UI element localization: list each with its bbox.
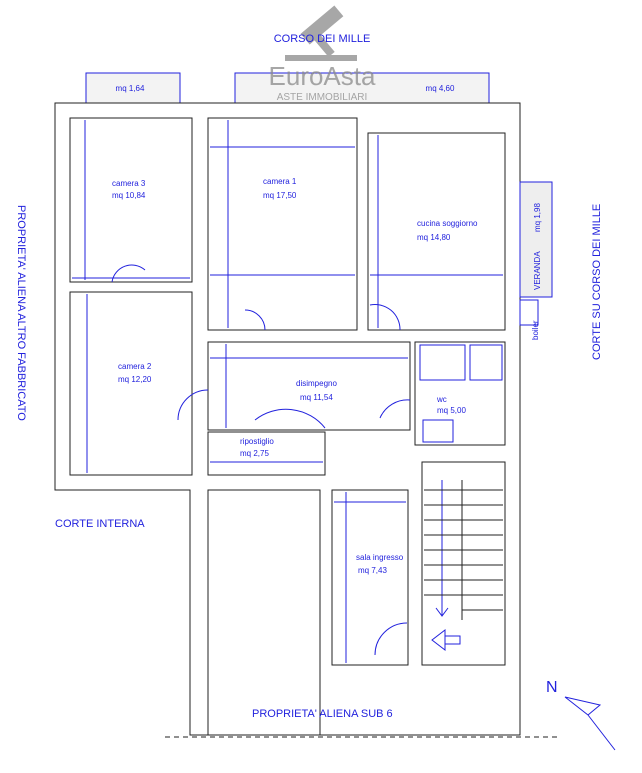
room-name: cucina soggiorno [417,219,478,228]
room-name: sala ingresso [356,553,404,562]
gavel-logo-icon [285,5,357,61]
stair-steps [424,489,503,611]
room-area: mq 7,43 [358,566,387,575]
balcony-area: mq 4,60 [426,84,455,93]
room-disimpegno: disimpegno mq 11,54 [177,341,411,431]
room-cucina-soggiorno: cucina soggiorno mq 14,80 [367,132,506,331]
room-camera-3: camera 3 mq 10,84 [69,117,193,283]
room-name: ripostiglio [240,437,274,446]
room-area: mq 14,80 [417,233,451,242]
court-internal-label: CORTE INTERNA [55,518,145,530]
north-label: N [546,679,558,696]
room-name: camera 3 [112,179,146,188]
room-name: camera 1 [263,177,297,186]
room-name: wc [436,395,447,404]
room-area: mq 10,84 [112,191,146,200]
veranda: VERANDA mq 1,98 [519,181,553,298]
room-area: mq 12,20 [118,375,152,384]
room-sala-ingresso: sala ingresso mq 7,43 [331,489,409,666]
room-area: mq 5,00 [437,406,466,415]
street-label-top: CORSO DEI MILLE [274,33,371,45]
balcony-left: mq 1,64 [85,72,181,104]
boiler: boiler [519,299,540,340]
door-swing [369,304,401,331]
room-name: camera 2 [118,362,152,371]
right-side-label: CORTE SU CORSO DEI MILLE [591,204,603,360]
left-side-label: PROPRIETA' ALIENA ALTRO FABBRICATO [15,205,27,421]
room-camera-1: camera 1 mq 17,50 [207,117,358,331]
lower-area [207,489,321,736]
room-area: mq 2,75 [240,449,269,458]
bottom-property-label: PROPRIETA' ALIENA SUB 6 [252,708,393,720]
boiler-label: boiler [531,320,540,340]
room-camera-2: camera 2 mq 12,20 [69,291,193,476]
room-area: mq 11,54 [300,393,333,402]
veranda-label: VERANDA [533,251,542,290]
room-name: disimpegno [296,379,337,388]
door-swing [244,309,266,331]
room-ripostiglio: ripostiglio mq 2,75 [207,431,326,476]
balcony-area: mq 1,64 [116,84,145,93]
room-area: mq 17,50 [263,191,297,200]
north-arrow-icon: N [546,679,616,751]
balcony-right: mq 4,60 [234,72,490,104]
door-swing [111,264,146,283]
veranda-area: mq 1,98 [533,203,542,232]
watermark-tagline: ASTE IMMOBILIARI [277,92,368,103]
room-wc: wc mq 5,00 [379,341,506,446]
watermark-brand: EuroAsta [269,61,376,91]
staircase [421,461,506,666]
